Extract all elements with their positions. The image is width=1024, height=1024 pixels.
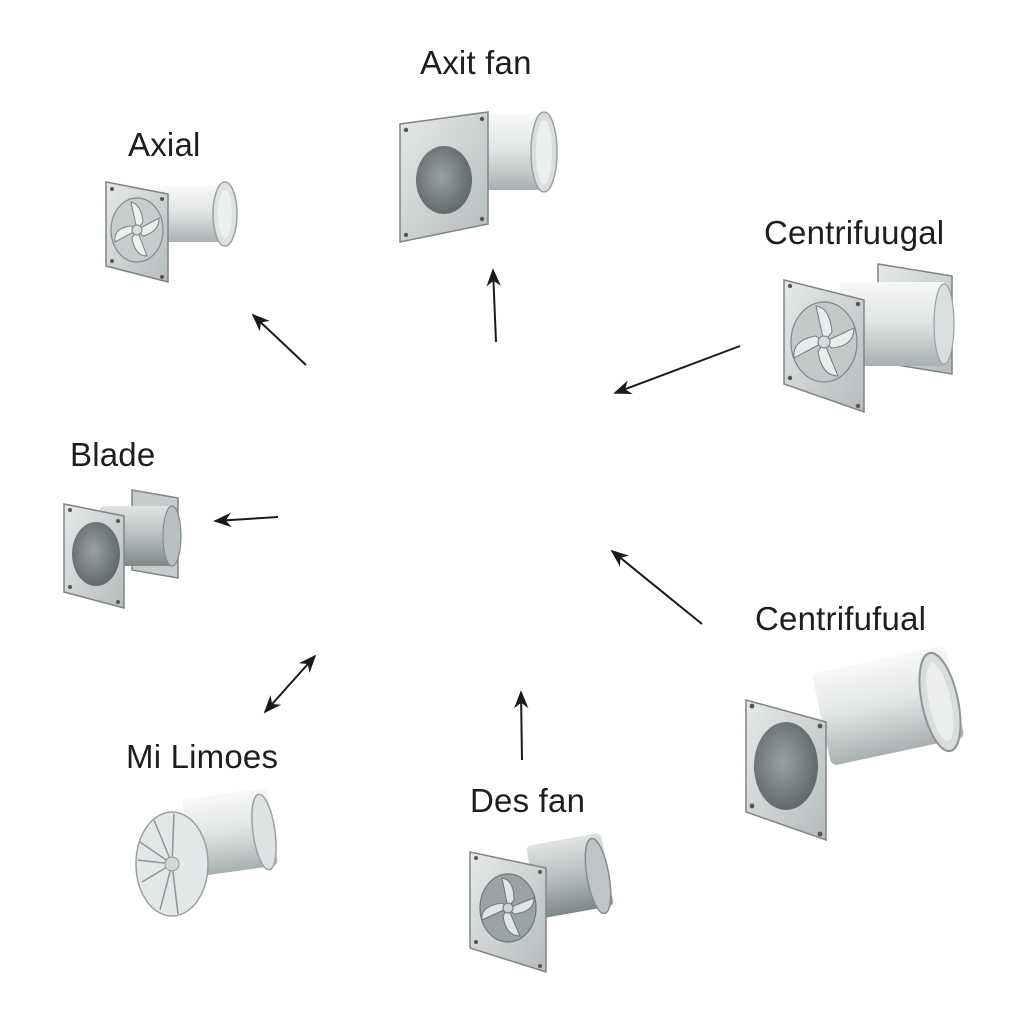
- arrow-to-axit-fan: [486, 268, 501, 343]
- louver-fan-icon: [130, 786, 282, 920]
- duct-fan-icon: [742, 646, 966, 842]
- label-axial: Axial: [128, 126, 201, 163]
- arrow-from-centrifufual: [610, 549, 703, 625]
- arrow-from-centrifuugal: [613, 345, 741, 395]
- arrow-from-des-fan: [514, 690, 529, 761]
- label-axit-fan: Axit fan: [420, 44, 532, 81]
- axial-fan-icon: [100, 168, 250, 290]
- label-mi-limoes: Mi Limoes: [126, 738, 279, 775]
- label-blade: Blade: [70, 436, 156, 473]
- centrifugal-fan-icon: [780, 262, 956, 414]
- tube-fan-icon: [396, 100, 562, 246]
- arrow-to-axial: [251, 313, 307, 366]
- arrow-mi-limoes-bidirectional: [263, 654, 317, 714]
- arrow-to-blade: [213, 512, 279, 528]
- blade-fan-icon: [60, 488, 186, 610]
- label-des-fan: Des fan: [470, 782, 586, 819]
- label-centrifufual: Centrifufual: [755, 600, 927, 637]
- square-fan-icon: [466, 833, 614, 974]
- label-centrifuugal: Centrifuugal: [764, 214, 945, 251]
